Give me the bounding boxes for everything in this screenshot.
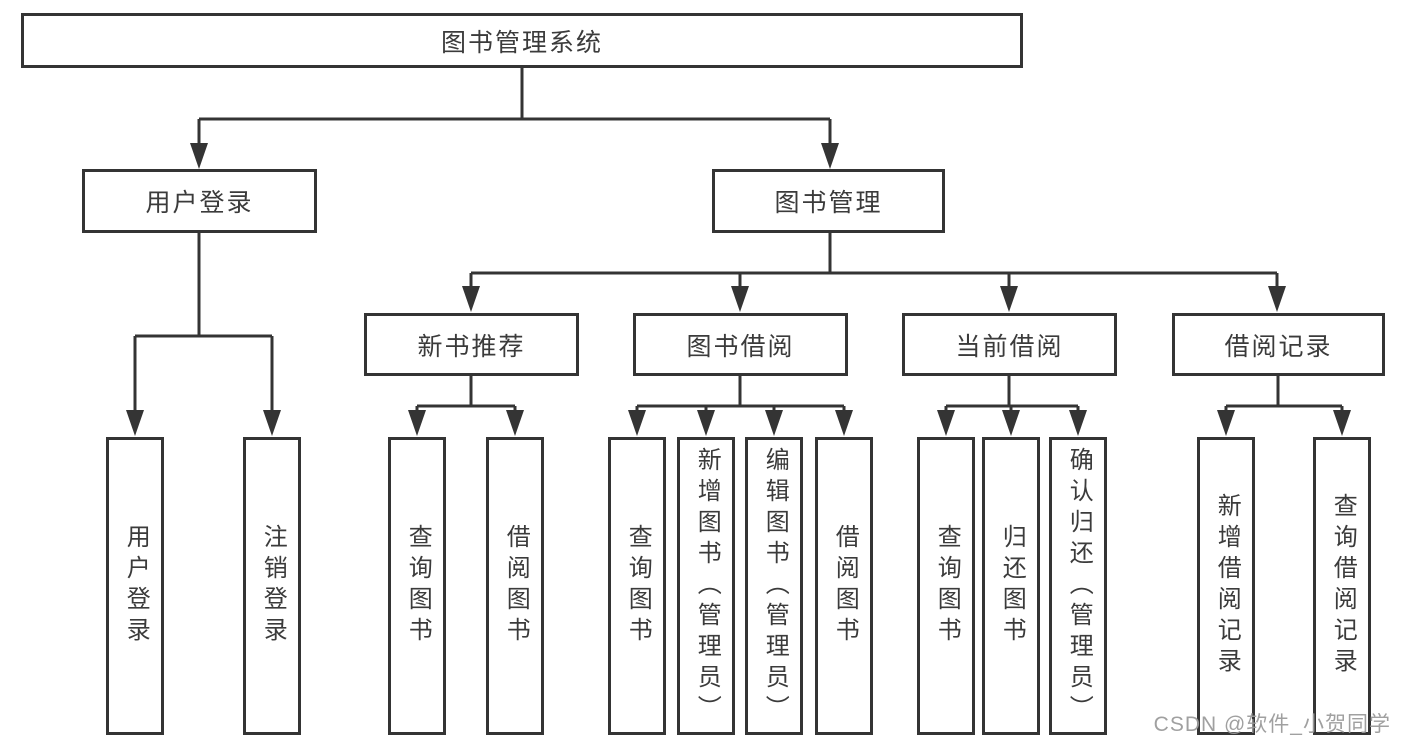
node-label: 新增借阅记录: [1213, 493, 1241, 679]
connector-book-mgmt: [469, 233, 1279, 290]
leaf-add-books-admin: 新增图书（管理员）: [677, 437, 735, 735]
arrow-down-icon: [1002, 410, 1020, 436]
arrow-down-icon: [1000, 286, 1018, 312]
arrow-down-icon: [821, 143, 839, 169]
leaf-query-borrow-record: 查询借阅记录: [1313, 437, 1371, 735]
arrow-down-icon: [1268, 286, 1286, 312]
node-current-borrowing: 当前借阅: [902, 313, 1117, 376]
node-label: 图书借阅: [686, 332, 795, 361]
arrow-down-icon: [765, 410, 783, 436]
node-root-library-system: 图书管理系统: [21, 13, 1023, 68]
node-label: 查询图书: [933, 524, 961, 648]
node-book-management: 图书管理: [712, 169, 945, 233]
arrow-down-icon: [126, 410, 144, 436]
node-borrow-records: 借阅记录: [1172, 313, 1385, 376]
arrow-down-icon: [937, 410, 955, 436]
arrow-down-icon: [263, 410, 281, 436]
connector-current-borrow: [944, 376, 1080, 414]
leaf-query-books-2: 查询图书: [608, 437, 666, 735]
arrow-down-icon: [628, 410, 646, 436]
node-label: 查询图书: [404, 524, 432, 648]
node-label: 编辑图书（管理员）: [761, 446, 789, 726]
node-label: 查询图书: [624, 524, 652, 648]
arrow-down-icon: [1069, 410, 1087, 436]
node-label: 注销登录: [259, 524, 287, 648]
arrow-down-icon: [408, 410, 426, 436]
connector-root: [197, 68, 832, 145]
node-label: 确认归还（管理员）: [1065, 446, 1093, 726]
arrow-down-icon: [506, 410, 524, 436]
leaf-query-books-3: 查询图书: [917, 437, 975, 735]
node-label: 当前借阅: [955, 332, 1064, 361]
node-label: 用户登录: [122, 524, 150, 648]
csdn-watermark: CSDN @软件_小贺同学: [1153, 713, 1391, 736]
arrow-down-icon: [1333, 410, 1351, 436]
node-label: 新书推荐: [417, 332, 526, 361]
node-label: 图书管理系统: [440, 28, 603, 57]
leaf-return-books: 归还图书: [982, 437, 1040, 735]
node-label: 用户登录: [145, 189, 254, 217]
node-user-login: 用户登录: [82, 169, 317, 233]
connector-book-borrow: [635, 376, 846, 414]
arrow-down-icon: [697, 410, 715, 436]
node-label: 新增图书（管理员）: [693, 446, 721, 726]
leaf-query-books-1: 查询图书: [388, 437, 446, 735]
leaf-borrow-books-1: 借阅图书: [486, 437, 544, 735]
connector-borrow-records: [1224, 376, 1344, 414]
node-book-borrowing: 图书借阅: [633, 313, 848, 376]
node-label: 借阅记录: [1224, 332, 1333, 361]
arrow-down-icon: [462, 286, 480, 312]
connector-new-books: [415, 376, 517, 414]
leaf-logout: 注销登录: [243, 437, 301, 735]
node-label: 借阅图书: [502, 524, 530, 648]
node-label: 图书管理: [774, 189, 883, 217]
arrow-down-icon: [1217, 410, 1235, 436]
leaf-user-login: 用户登录: [106, 437, 164, 735]
node-label: 查询借阅记录: [1329, 493, 1357, 679]
node-label: 借阅图书: [831, 524, 859, 648]
node-new-book-recommend: 新书推荐: [364, 313, 579, 376]
arrow-down-icon: [190, 143, 208, 169]
connector-user-login: [133, 233, 274, 414]
leaf-edit-books-admin: 编辑图书（管理员）: [745, 437, 803, 735]
node-label: 归还图书: [998, 524, 1026, 648]
leaf-add-borrow-record: 新增借阅记录: [1197, 437, 1255, 735]
leaf-confirm-return-admin: 确认归还（管理员）: [1049, 437, 1107, 735]
arrow-down-icon: [835, 410, 853, 436]
arrow-down-icon: [731, 286, 749, 312]
leaf-borrow-books-2: 借阅图书: [815, 437, 873, 735]
